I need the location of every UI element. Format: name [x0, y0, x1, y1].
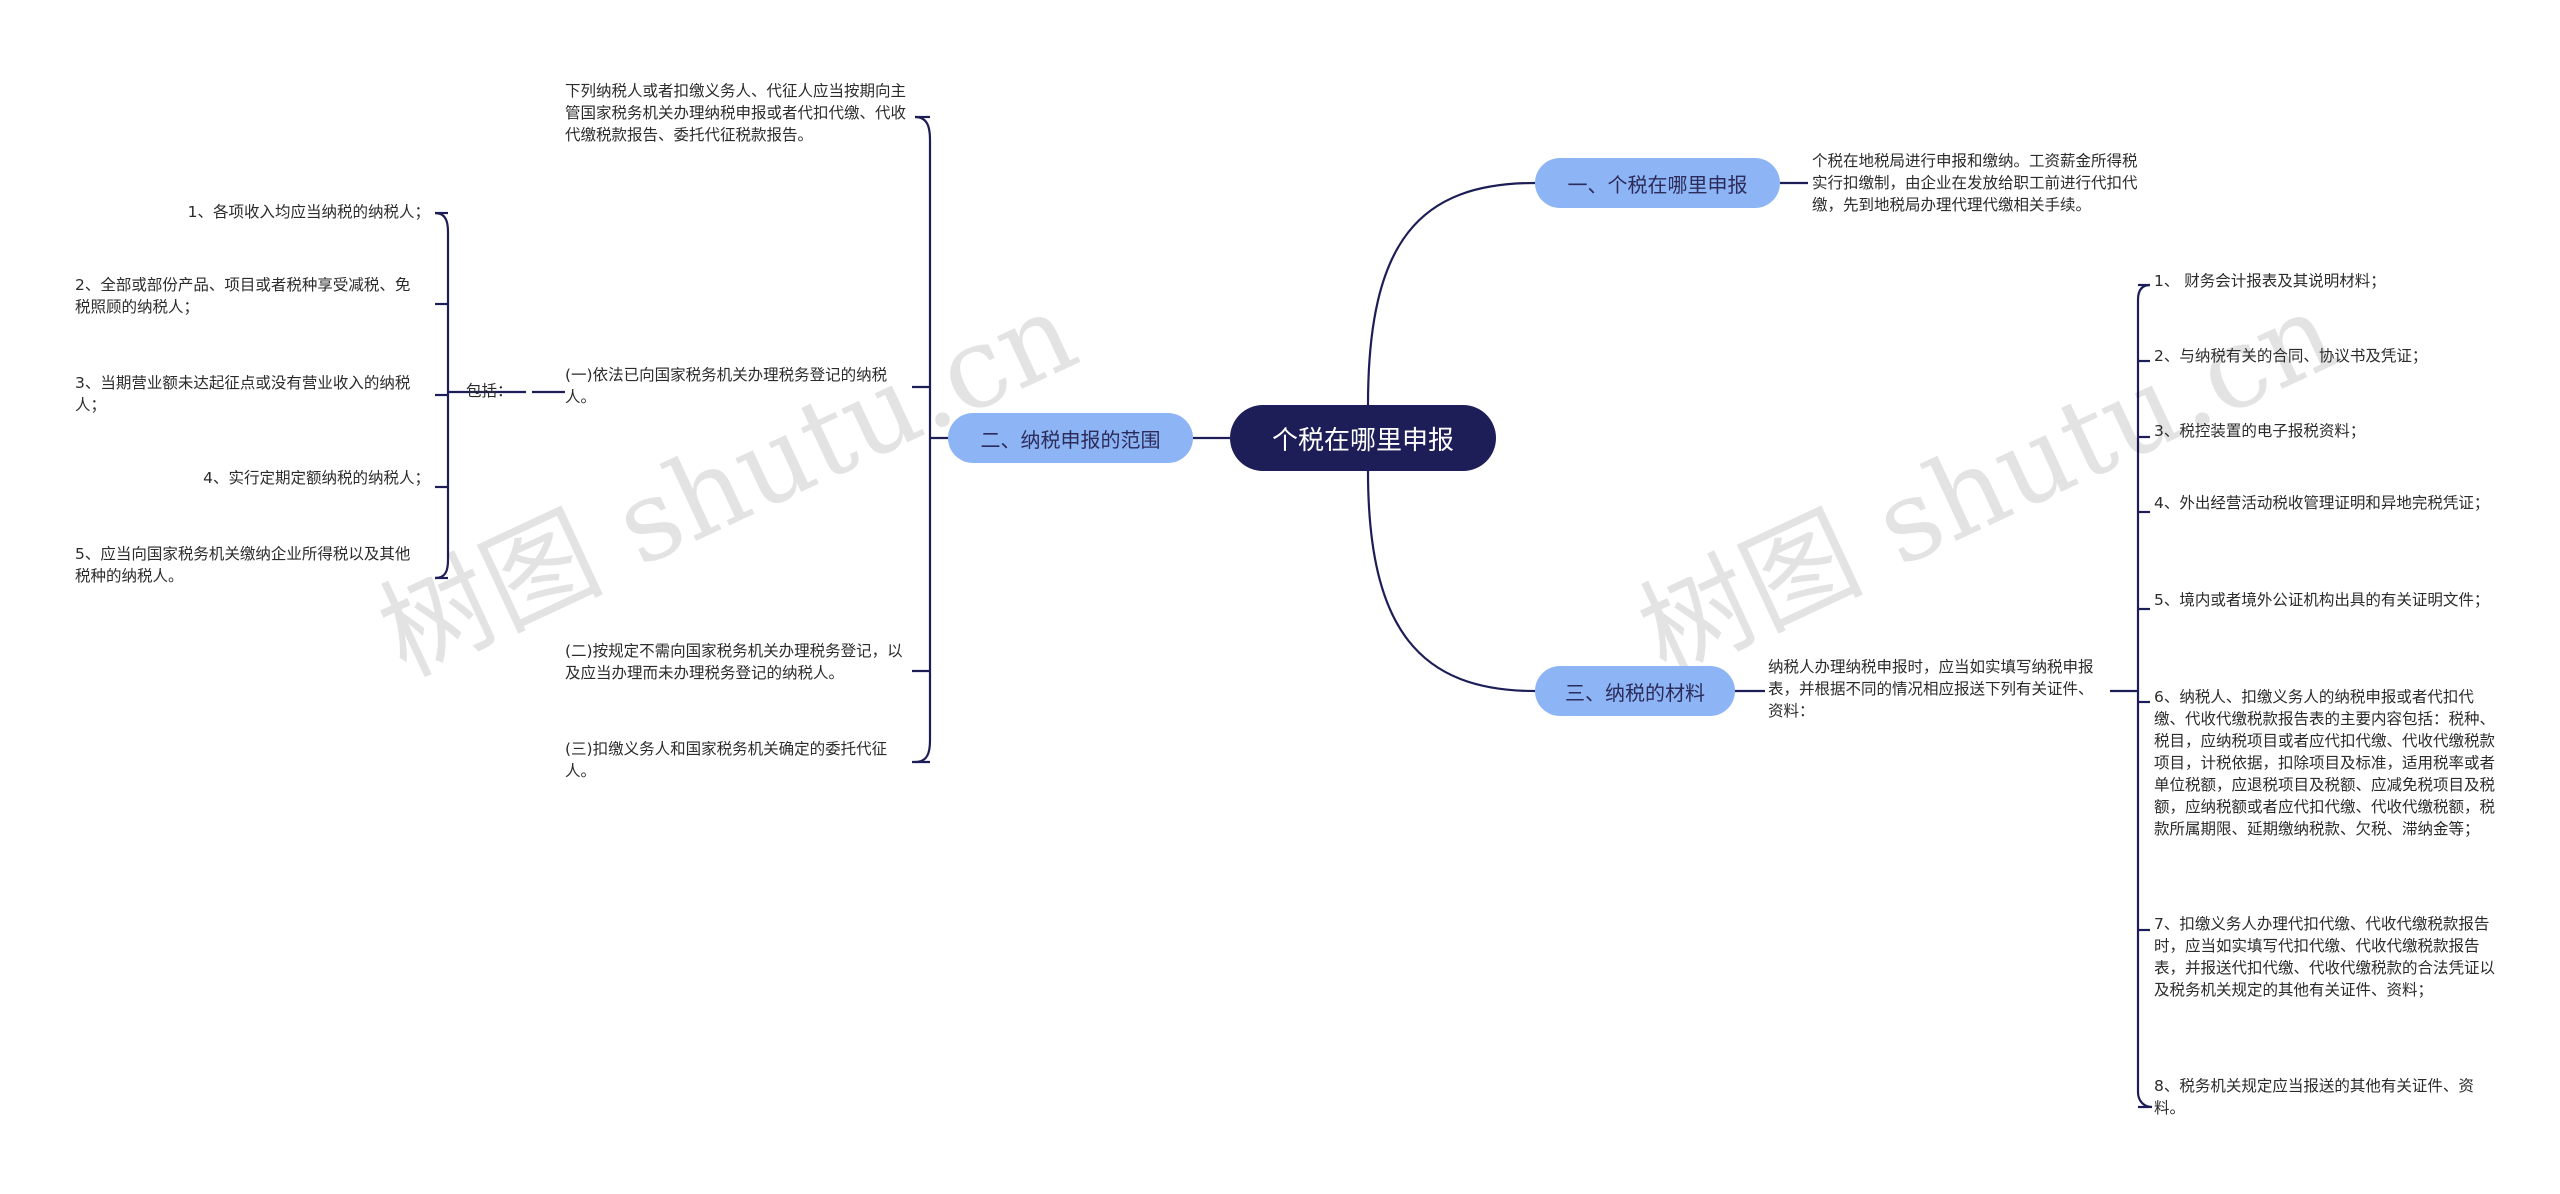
material-item-8: 8、税务机关规定应当报送的其他有关证件、资料。 — [2154, 1077, 2474, 1117]
includes-item-1: 1、各项收入均应当纳税的纳税人； — [187, 203, 430, 221]
branch-2-item-1: (一)依法已向国家税务机关办理税务登记的纳税人。 — [565, 366, 888, 406]
branch-3-text: 纳税人办理纳税申报时，应当如实填写纳税申报表，并根据不同的情况相应报送下列有关证… — [1768, 658, 2094, 720]
branch-2-item-3: (三)扣缴义务人和国家税务机关确定的委托代征人。 — [565, 740, 888, 780]
branch-1-text: 个税在地税局进行申报和缴纳。工资薪金所得税实行扣缴制，由企业在发放给职工前进行代… — [1812, 152, 2138, 214]
branch-2-intro: 下列纳税人或者扣缴义务人、代征人应当按期向主管国家税务机关办理纳税申报或者代扣代… — [565, 82, 907, 144]
includes-item-3: 3、当期营业额未达起征点或没有营业收入的纳税人； — [75, 374, 411, 414]
material-item-1: 1、 财务会计报表及其说明材料； — [2154, 272, 2386, 290]
includes-item-5: 5、应当向国家税务机关缴纳企业所得税以及其他税种的纳税人。 — [75, 545, 411, 585]
branch-3-node[interactable]: 三、纳税的材料 — [1535, 666, 1735, 716]
material-item-3: 3、税控装置的电子报税资料； — [2154, 422, 2366, 440]
material-item-7: 7、扣缴义务人办理代扣代缴、代收代缴税款报告时，应当如实填写代扣代缴、代收代缴税… — [2154, 915, 2496, 999]
root-node[interactable]: 个税在哪里申报 — [1230, 405, 1496, 471]
branch-2-item-2: (二)按规定不需向国家税务机关办理税务登记，以及应当办理而未办理税务登记的纳税人… — [565, 642, 903, 682]
includes-item-2: 2、全部或部份产品、项目或者税种享受减税、免税照顾的纳税人； — [75, 276, 411, 316]
material-item-2: 2、与纳税有关的合同、协议书及凭证； — [2154, 347, 2428, 365]
material-item-6: 6、纳税人、扣缴义务人的纳税申报或者代扣代缴、代收代缴税款报告表的主要内容包括：… — [2154, 688, 2496, 838]
includes-label: 包括： — [466, 382, 513, 400]
material-item-4: 4、外出经营活动税收管理证明和异地完税凭证； — [2154, 494, 2490, 512]
branch-1-node[interactable]: 一、个税在哪里申报 — [1535, 158, 1780, 208]
includes-item-4: 4、实行定期定额纳税的纳税人； — [203, 469, 430, 487]
branch-2-node[interactable]: 二、纳税申报的范围 — [948, 413, 1193, 463]
material-item-5: 5、境内或者境外公证机构出具的有关证明文件； — [2154, 591, 2490, 609]
